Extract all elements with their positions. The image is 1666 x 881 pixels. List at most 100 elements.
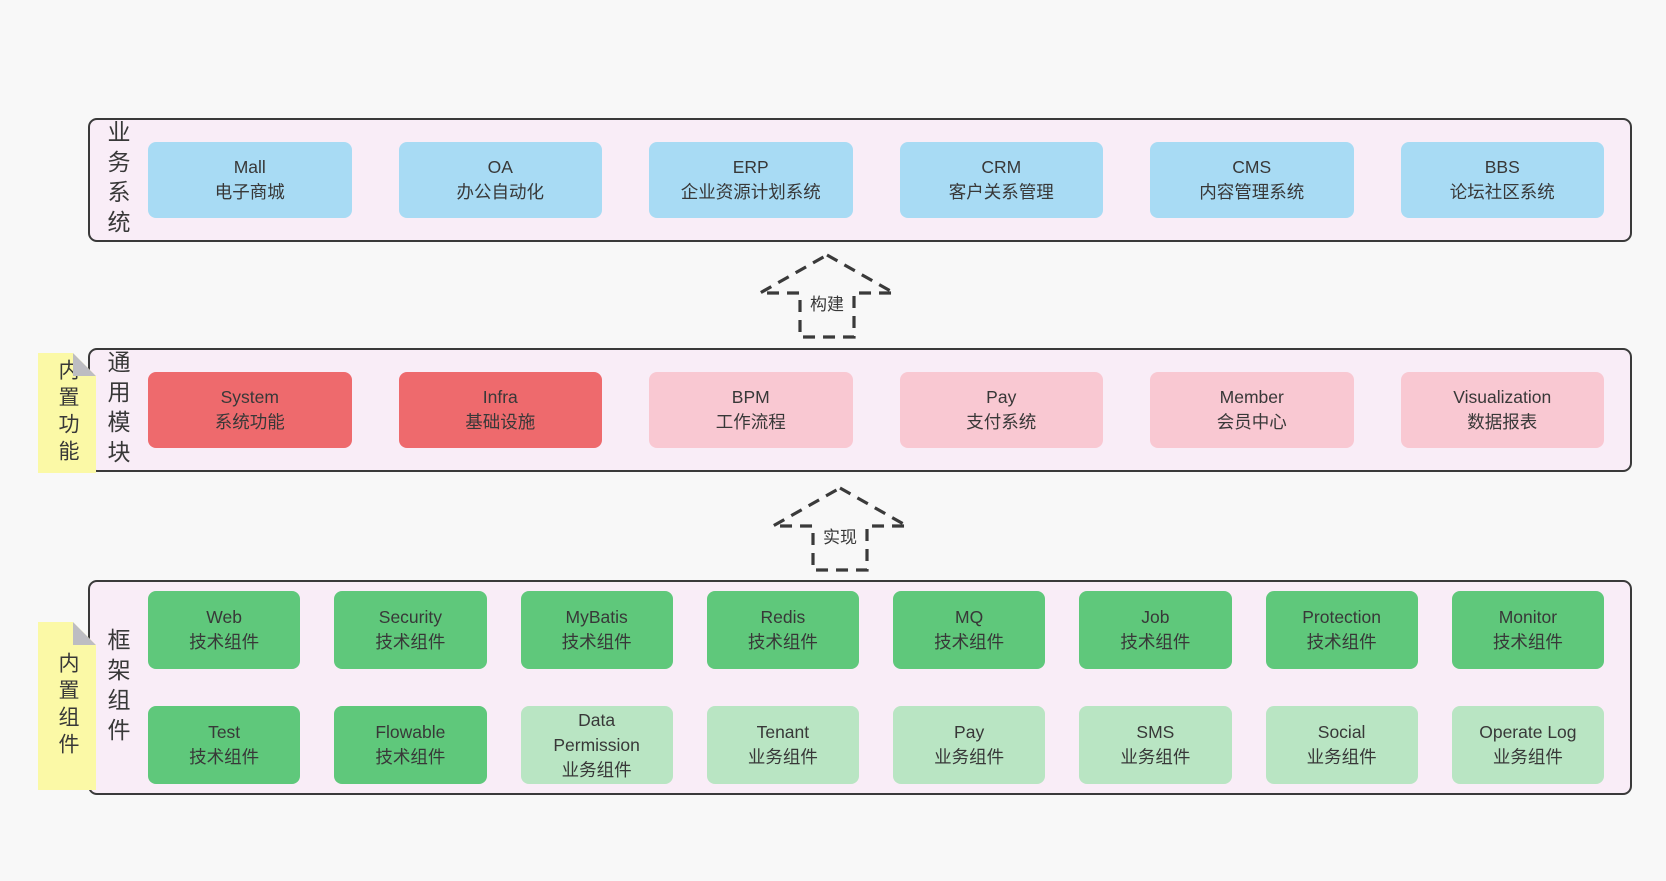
box-subtitle: 会员中心 — [1216, 412, 1287, 432]
box-pay: Pay 支付系统 — [899, 372, 1103, 448]
built-in-components-note-label: 内置组件 — [56, 652, 79, 760]
box-crm: CRM 客户关系管理 — [899, 142, 1103, 218]
box-title: Security — [378, 606, 442, 627]
box-title: CMS — [1232, 157, 1272, 178]
box-title: SMS — [1136, 722, 1175, 743]
layer-common-modules: 通用模块 System 系统功能 Infra 基础设施 BPM 工作流程 Pay 支付系统 Me… — [88, 348, 1632, 472]
box-title: MQ — [955, 606, 984, 627]
box-job: Job 技术组件 — [1079, 590, 1232, 669]
box-flowable: Flowable 技术组件 — [334, 706, 487, 785]
box-title: Visualization — [1453, 387, 1552, 408]
business-boxes-row: Mall 电子商城 OA 办公自动化 ERP 企业资源计划系统 CRM 客户关系管理 CMS 内容… — [144, 120, 1630, 240]
box-member: Member 会员中心 — [1150, 372, 1354, 448]
box-title: OA — [487, 157, 513, 178]
box-title: ERP — [732, 157, 769, 178]
box-title: CRM — [981, 157, 1022, 178]
box-title: Tenant — [756, 722, 810, 743]
box-mq: MQ 技术组件 — [893, 590, 1046, 669]
box-subtitle: 客户关系管理 — [948, 182, 1054, 202]
layer-framework-label: 框架组件 — [104, 627, 130, 748]
built-in-functions-note: 内置功能 — [38, 353, 96, 473]
box-bbs: BBS 论坛社区系统 — [1400, 142, 1604, 218]
built-in-components-note: 内置组件 — [38, 622, 96, 790]
box-monitor: Monitor 技术组件 — [1451, 590, 1604, 669]
box-title: Redis — [760, 606, 806, 627]
box-subtitle: 系统功能 — [214, 412, 285, 432]
box-title: BBS — [1484, 157, 1520, 178]
box-title: Data Permission — [553, 709, 640, 755]
box-test: Test 技术组件 — [148, 706, 301, 785]
box-title: Flowable — [375, 722, 446, 743]
box-subtitle: 技术组件 — [1306, 631, 1377, 652]
box-subtitle: 办公自动化 — [456, 182, 545, 202]
box-title: Operate Log — [1479, 722, 1577, 743]
box-subtitle: 技术组件 — [1492, 631, 1563, 652]
box-title: Job — [1141, 606, 1170, 627]
box-subtitle: 业务组件 — [1492, 747, 1563, 768]
box-operate-log: Operate Log 业务组件 — [1451, 706, 1604, 785]
box-mall: Mall 电子商城 — [148, 142, 352, 218]
box-title: Web — [206, 606, 242, 627]
box-subtitle: 论坛社区系统 — [1449, 182, 1555, 202]
box-title: Test — [208, 722, 241, 743]
box-subtitle: 技术组件 — [375, 631, 446, 652]
box-tenant: Tenant 业务组件 — [706, 706, 859, 785]
box-title: System — [220, 387, 279, 408]
box-mybatis: MyBatis 技术组件 — [520, 590, 673, 669]
box-title: Social — [1317, 722, 1366, 743]
box-subtitle: 业务组件 — [561, 759, 632, 780]
box-security: Security 技术组件 — [334, 590, 487, 669]
modules-boxes-row: System 系统功能 Infra 基础设施 BPM 工作流程 Pay 支付系统 Member 会… — [144, 350, 1630, 470]
box-title: Pay — [986, 387, 1017, 408]
box-title: BPM — [731, 387, 770, 408]
up-arrow-icon — [757, 253, 897, 339]
box-title: Mall — [233, 157, 266, 178]
box-subtitle: 业务组件 — [1306, 747, 1377, 768]
box-bpm: BPM 工作流程 — [649, 372, 853, 448]
up-arrow-icon — [770, 486, 910, 572]
box-subtitle: 业务组件 — [1120, 747, 1191, 768]
box-subtitle: 基础设施 — [465, 412, 536, 432]
box-subtitle: 支付系统 — [966, 412, 1037, 432]
box-subtitle: 业务组件 — [934, 747, 1005, 768]
box-web: Web 技术组件 — [148, 590, 301, 669]
box-title: MyBatis — [565, 606, 628, 627]
box-subtitle: 内容管理系统 — [1199, 182, 1305, 202]
built-in-functions-note-label: 内置功能 — [56, 359, 79, 467]
box-oa: OA 办公自动化 — [398, 142, 602, 218]
box-data-permission: Data Permission 业务组件 — [520, 706, 673, 785]
box-subtitle: 企业资源计划系统 — [680, 182, 821, 202]
build-arrow: 构建 — [757, 252, 897, 340]
box-subtitle: 技术组件 — [934, 631, 1005, 652]
box-erp: ERP 企业资源计划系统 — [649, 142, 853, 218]
layer-framework-components: 框架组件 Web 技术组件 Security 技术组件 MyBatis 技术组件 Redis… — [88, 580, 1632, 795]
box-subtitle: 技术组件 — [1120, 631, 1191, 652]
box-title: Infra — [482, 387, 518, 408]
box-sms: SMS 业务组件 — [1079, 706, 1232, 785]
box-visualization: Visualization 数据报表 — [1400, 372, 1604, 448]
box-cms: CMS 内容管理系统 — [1150, 142, 1354, 218]
box-subtitle: 电子商城 — [214, 182, 285, 202]
box-title: Member — [1219, 387, 1284, 408]
box-subtitle: 数据报表 — [1467, 412, 1538, 432]
box-infra: Infra 基础设施 — [398, 372, 602, 448]
box-subtitle: 业务组件 — [747, 747, 818, 768]
box-subtitle: 技术组件 — [189, 631, 260, 652]
box-subtitle: 技术组件 — [561, 631, 632, 652]
box-social: Social 业务组件 — [1265, 706, 1418, 785]
box-subtitle: 技术组件 — [189, 747, 260, 768]
implement-arrow-label: 实现 — [818, 521, 862, 550]
build-arrow-label: 构建 — [805, 288, 849, 317]
box-subtitle: 工作流程 — [715, 412, 786, 432]
box-subtitle: 技术组件 — [375, 747, 446, 768]
layer-modules-label: 通用模块 — [104, 350, 130, 470]
box-title: Monitor — [1498, 606, 1558, 627]
